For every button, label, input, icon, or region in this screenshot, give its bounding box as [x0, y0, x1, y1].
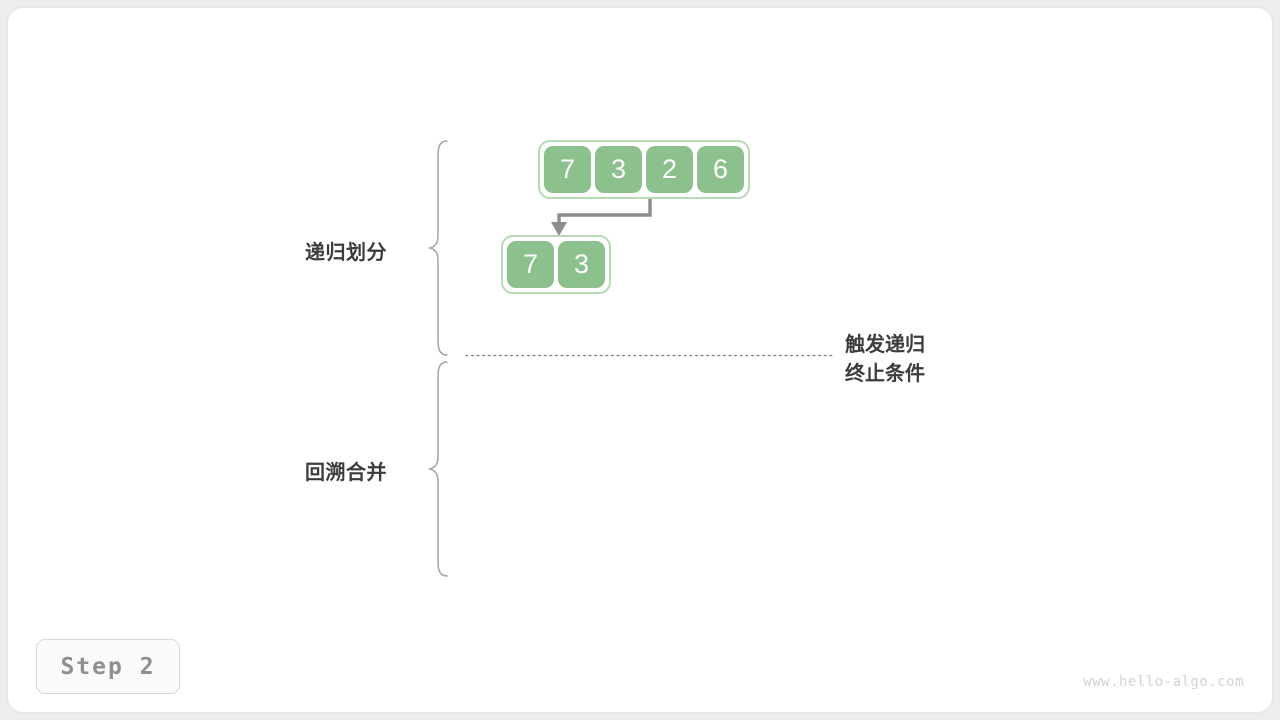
step-badge: Step 2 [36, 639, 180, 694]
array-row-left-sub: 7 3 [501, 235, 611, 294]
array-cell: 6 [697, 146, 744, 193]
array-cell: 3 [558, 241, 605, 288]
section-label-merge: 回溯合并 [305, 462, 387, 484]
recursion-terminate-label: 触发递归 终止条件 [845, 331, 925, 389]
divide-arrow-head-icon [551, 222, 567, 236]
array-cell: 3 [595, 146, 642, 193]
array-cell: 7 [507, 241, 554, 288]
section-label-divide: 递归划分 [305, 242, 387, 264]
diagram-card [8, 8, 1272, 712]
recursion-terminate-label-line2: 终止条件 [845, 363, 925, 385]
recursion-terminate-label-line1: 触发递归 [845, 334, 925, 356]
merge-brace-icon [427, 361, 448, 577]
array-row-full: 7 3 2 6 [538, 140, 750, 199]
array-cell: 7 [544, 146, 591, 193]
divide-brace-icon [427, 140, 448, 356]
array-cell: 2 [646, 146, 693, 193]
watermark: www.hello-algo.com [1083, 674, 1244, 690]
divide-arrow-icon [557, 198, 652, 223]
